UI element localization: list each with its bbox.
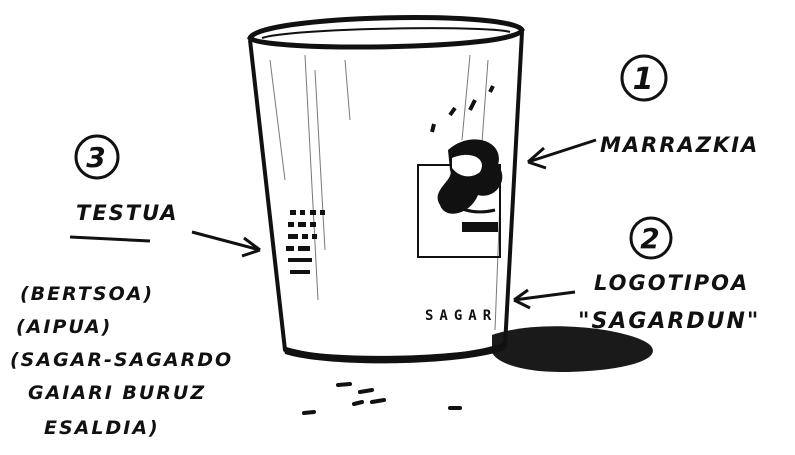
annotation-3-note-2: (AIPUA) <box>16 316 112 338</box>
annotation-drawing: 1 MARRAZKIA <box>528 56 759 168</box>
annotation-3-number: 3 <box>86 141 107 174</box>
annotation-3-underline <box>70 237 150 241</box>
annotation-logo: 2 LOGOTIPOA "SAGARDUN" <box>514 218 760 334</box>
cup-base <box>283 342 505 363</box>
annotation-2-label: LOGOTIPOA <box>594 271 749 295</box>
annotation-3-label: TESTUA <box>76 201 178 225</box>
ground-marks <box>304 384 460 413</box>
annotation-3-note-1: (BERTSOA) <box>20 283 154 305</box>
annotation-3-note-5: ESALDIA) <box>44 417 160 439</box>
annotation-1-number: 1 <box>633 62 656 97</box>
annotation-2-number: 2 <box>640 222 661 255</box>
annotation-3-note-3: (SAGAR-SAGARDO <box>10 349 233 371</box>
arrow-1-line <box>528 140 596 162</box>
annotation-3-note-4: GAIARI BURUZ <box>28 382 206 404</box>
cup-logo-print: SAGAR <box>425 308 497 324</box>
annotation-2-name: "SAGARDUN" <box>578 309 760 334</box>
cup-text-block <box>286 210 325 274</box>
annotation-1-label: MARRAZKIA <box>600 133 759 157</box>
annotation-text: 3 TESTUA (BERTSOA) (AIPUA) (SAGAR-SAGARD… <box>10 136 260 439</box>
paper-cup: SAGAR <box>250 18 522 364</box>
cup-illustration <box>418 86 502 257</box>
